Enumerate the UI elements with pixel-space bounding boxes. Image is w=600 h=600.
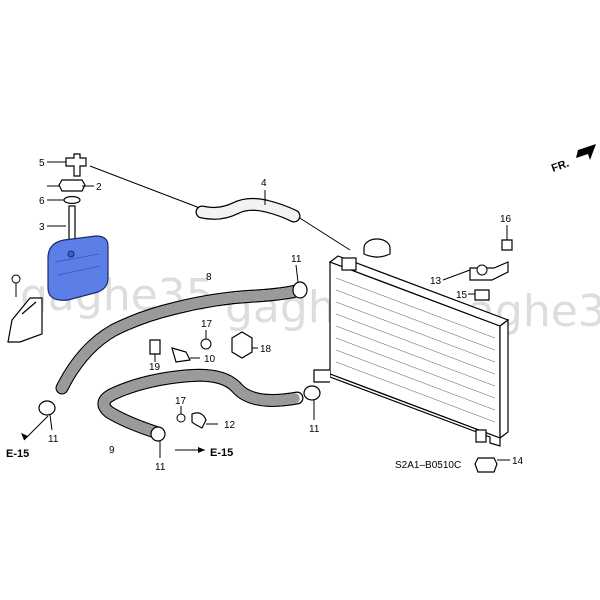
- lower-hose: [97, 368, 304, 439]
- callout-8: 8: [206, 272, 212, 283]
- callout-3: 3: [39, 222, 45, 233]
- upper-hose: [55, 283, 307, 395]
- callout-17-upper: 17: [201, 319, 213, 330]
- callout-12: 12: [224, 420, 236, 431]
- cap-assembly: [47, 153, 94, 245]
- upper-mount: [442, 225, 513, 301]
- clamp-left: [38, 400, 56, 431]
- lower-cushion: [474, 457, 510, 473]
- front-label: FR.: [550, 157, 571, 174]
- callout-17-lower: 17: [175, 396, 187, 407]
- callout-15: 15: [456, 290, 468, 301]
- callout-19: 19: [149, 362, 161, 373]
- ref-arrows: [21, 415, 205, 453]
- callout-14: 14: [512, 456, 524, 467]
- callout-5: 5: [39, 158, 45, 169]
- callout-4: 4: [261, 178, 267, 189]
- diagram-code: S2A1–B0510C: [395, 460, 461, 471]
- callout-11-upper: 11: [291, 254, 302, 265]
- callout-10: 10: [204, 354, 216, 365]
- callout-11-right: 11: [309, 424, 320, 435]
- callout-13: 13: [430, 276, 442, 287]
- callout-11-left: 11: [48, 434, 59, 445]
- clamp-bottom: [150, 426, 166, 458]
- callout-6: 6: [39, 196, 45, 207]
- callout-16: 16: [500, 214, 512, 225]
- ref-e15-left: E-15: [6, 448, 29, 460]
- bleed-fittings: [149, 330, 258, 429]
- callout-9: 9: [109, 445, 115, 456]
- callout-2: 2: [96, 182, 102, 193]
- coolant-reservoir: [47, 235, 109, 301]
- callout-18: 18: [260, 344, 272, 355]
- reservoir-bracket: [7, 274, 43, 343]
- clamp-lower-right: [303, 385, 321, 420]
- clamp-upper: [292, 264, 308, 299]
- radiator: [313, 238, 510, 447]
- overflow-hose: [89, 165, 351, 251]
- front-arrow: FR.: [550, 144, 596, 175]
- ref-e15-mid: E-15: [210, 447, 233, 459]
- callout-11-bottom: 11: [155, 462, 166, 473]
